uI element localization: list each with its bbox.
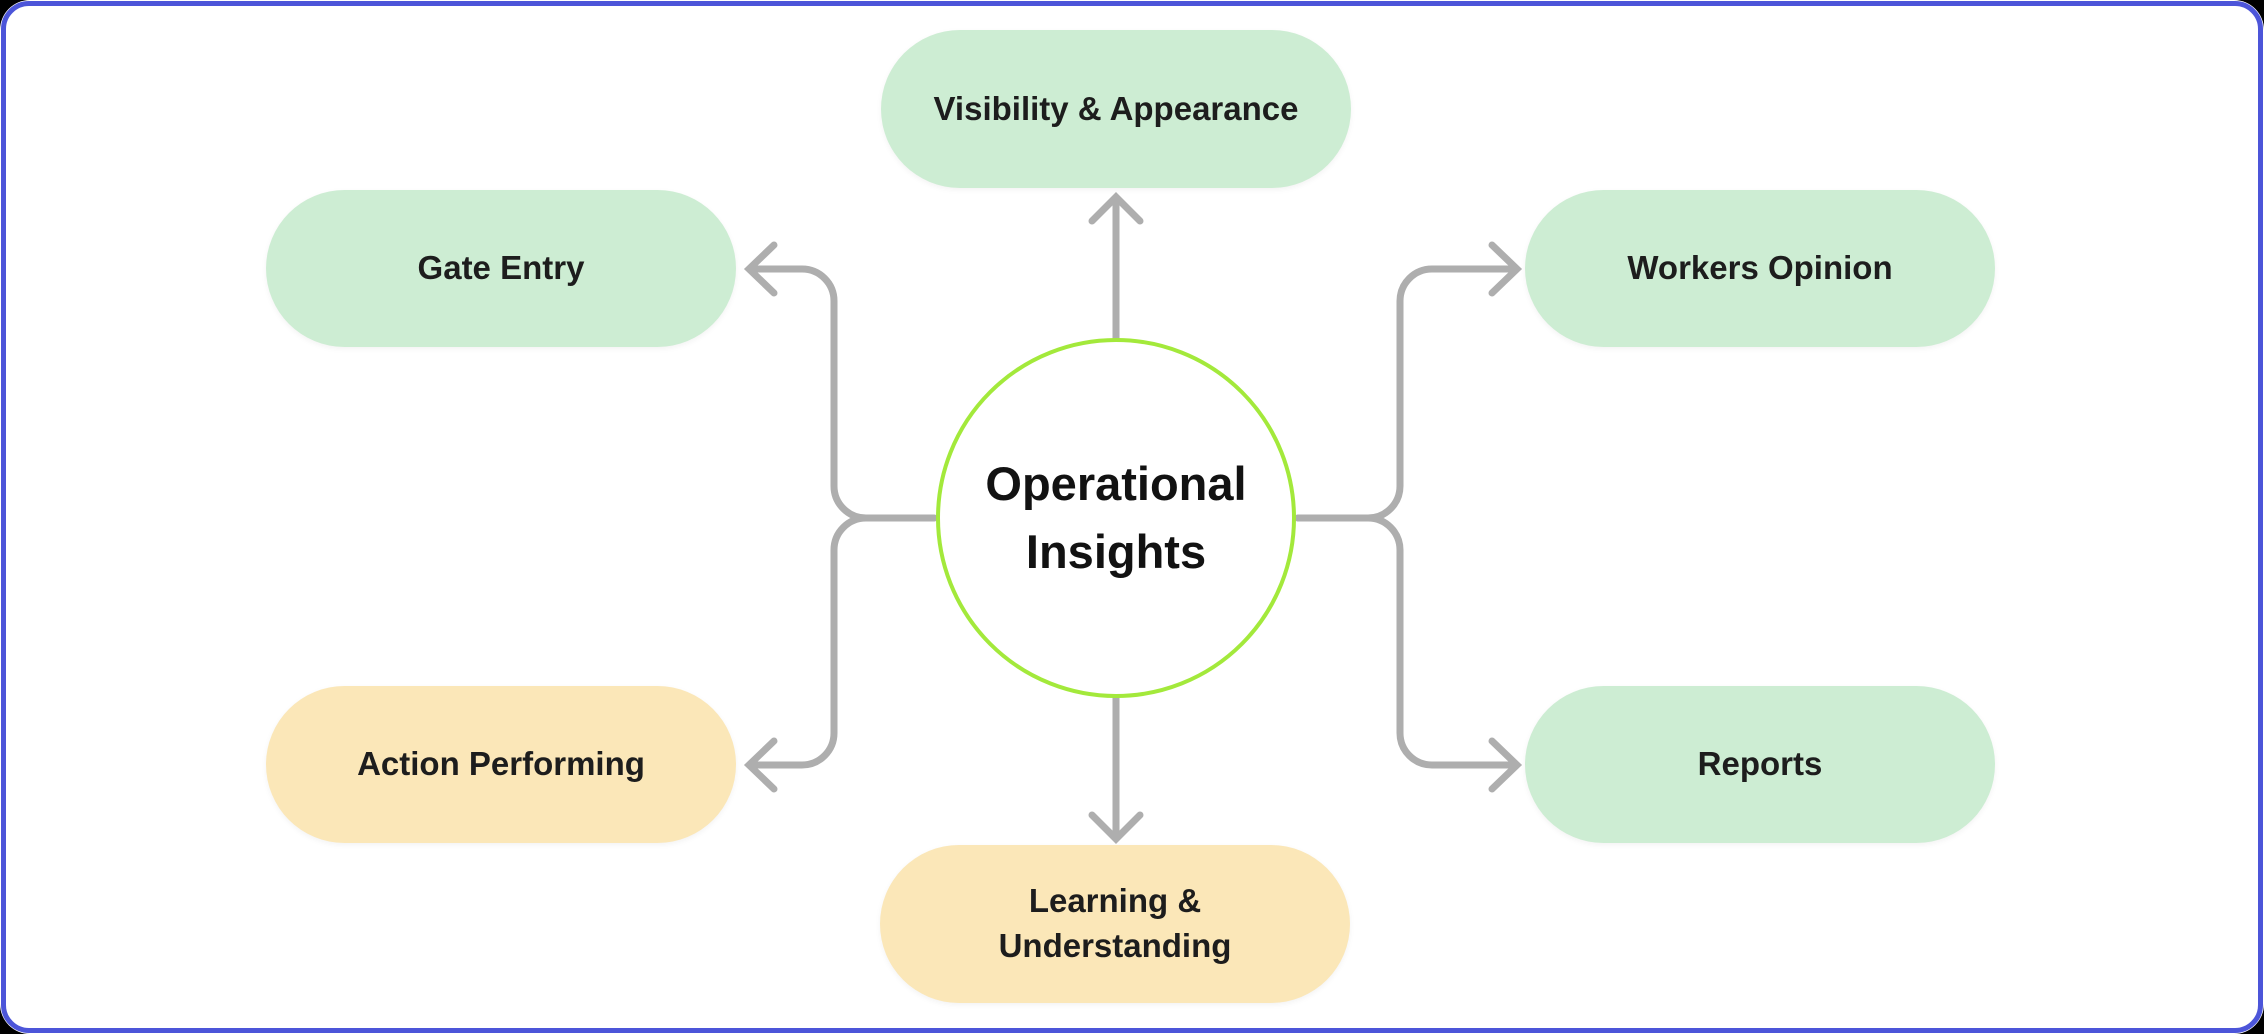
connector-center-to-action (743, 514, 938, 793)
node-visibility-appearance[interactable]: Visibility & Appearance (881, 30, 1351, 188)
node-learning-understanding[interactable]: Learning & Understanding (880, 845, 1350, 1003)
node-action-performing[interactable]: Action Performing (266, 686, 736, 843)
center-node-operational-insights[interactable]: Operational Insights (936, 338, 1296, 698)
node-gate-entry[interactable]: Gate Entry (266, 190, 736, 347)
connector-center-to-gate-entry (743, 241, 938, 522)
node-label: Learning & Understanding (998, 882, 1232, 964)
arrowhead-up-icon (1088, 192, 1144, 225)
arrowhead-left-icon (743, 737, 778, 793)
node-label: Action Performing (357, 745, 645, 783)
connector-center-to-visibility (1088, 192, 1144, 343)
connector-center-to-learning (1088, 693, 1144, 844)
node-label: Gate Entry (417, 249, 585, 287)
arrowhead-down-icon (1088, 811, 1144, 844)
arrowhead-right-icon (1488, 737, 1523, 793)
node-reports[interactable]: Reports (1525, 686, 1995, 843)
node-workers-opinion[interactable]: Workers Opinion (1525, 190, 1995, 347)
connector-center-to-reports (1294, 514, 1523, 793)
center-node-label: Operational Insights (985, 456, 1247, 578)
node-label: Reports (1697, 745, 1823, 783)
arrowhead-left-icon (743, 241, 778, 297)
connector-center-to-workers (1294, 241, 1523, 522)
arrowhead-right-icon (1488, 241, 1523, 297)
node-label: Visibility & Appearance (933, 89, 1299, 127)
node-label: Workers Opinion (1627, 249, 1893, 287)
